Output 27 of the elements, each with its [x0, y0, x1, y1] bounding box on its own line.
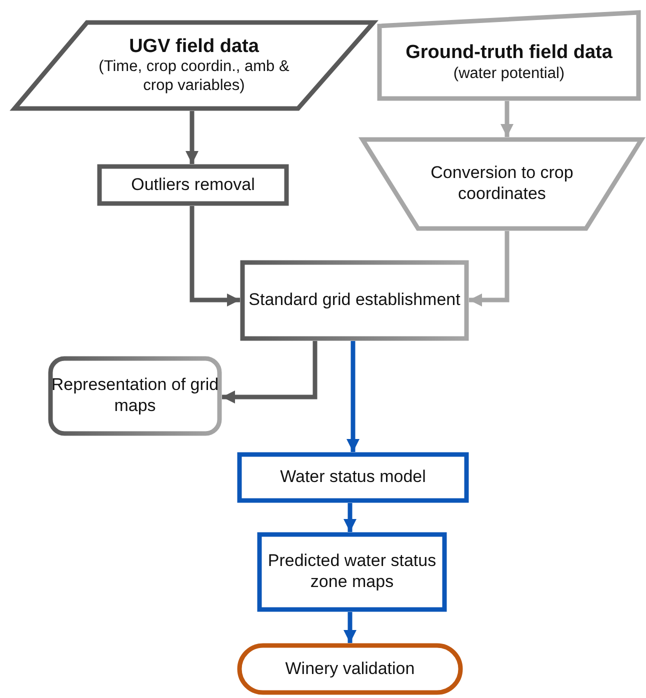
node-text: Predicted water status zone maps — [266, 551, 438, 593]
input-parallelogram — [12, 20, 376, 111]
process-box — [240, 260, 469, 341]
node-text: Winery validation — [285, 658, 415, 680]
node-text: Water status model — [280, 467, 426, 488]
arrow — [186, 111, 198, 164]
process-box — [237, 452, 469, 503]
node-text: (Time, crop coordin., amb & crop variables) — [98, 58, 290, 96]
node-text: Standard grid establishment — [248, 290, 460, 311]
arrow — [344, 503, 356, 532]
arrow — [469, 231, 510, 306]
node-text: (water potential) — [453, 64, 565, 84]
arrow — [344, 612, 356, 643]
process-box — [97, 164, 289, 206]
arrow — [346, 341, 360, 452]
arrow — [190, 206, 240, 306]
node-heading: Ground-truth field data — [406, 41, 612, 65]
node-text: Outliers removal — [131, 174, 255, 196]
rounded-box — [48, 356, 222, 436]
manual-input-shape — [377, 10, 641, 101]
node-heading: UGV field data — [129, 35, 259, 58]
node-text: Representation of grid maps — [50, 375, 220, 417]
arrow — [500, 101, 514, 137]
process-box — [257, 532, 447, 612]
manual-operation-shape — [360, 137, 644, 231]
arrow — [222, 341, 318, 404]
node-text: Conversion to crop coordinates — [430, 163, 574, 205]
